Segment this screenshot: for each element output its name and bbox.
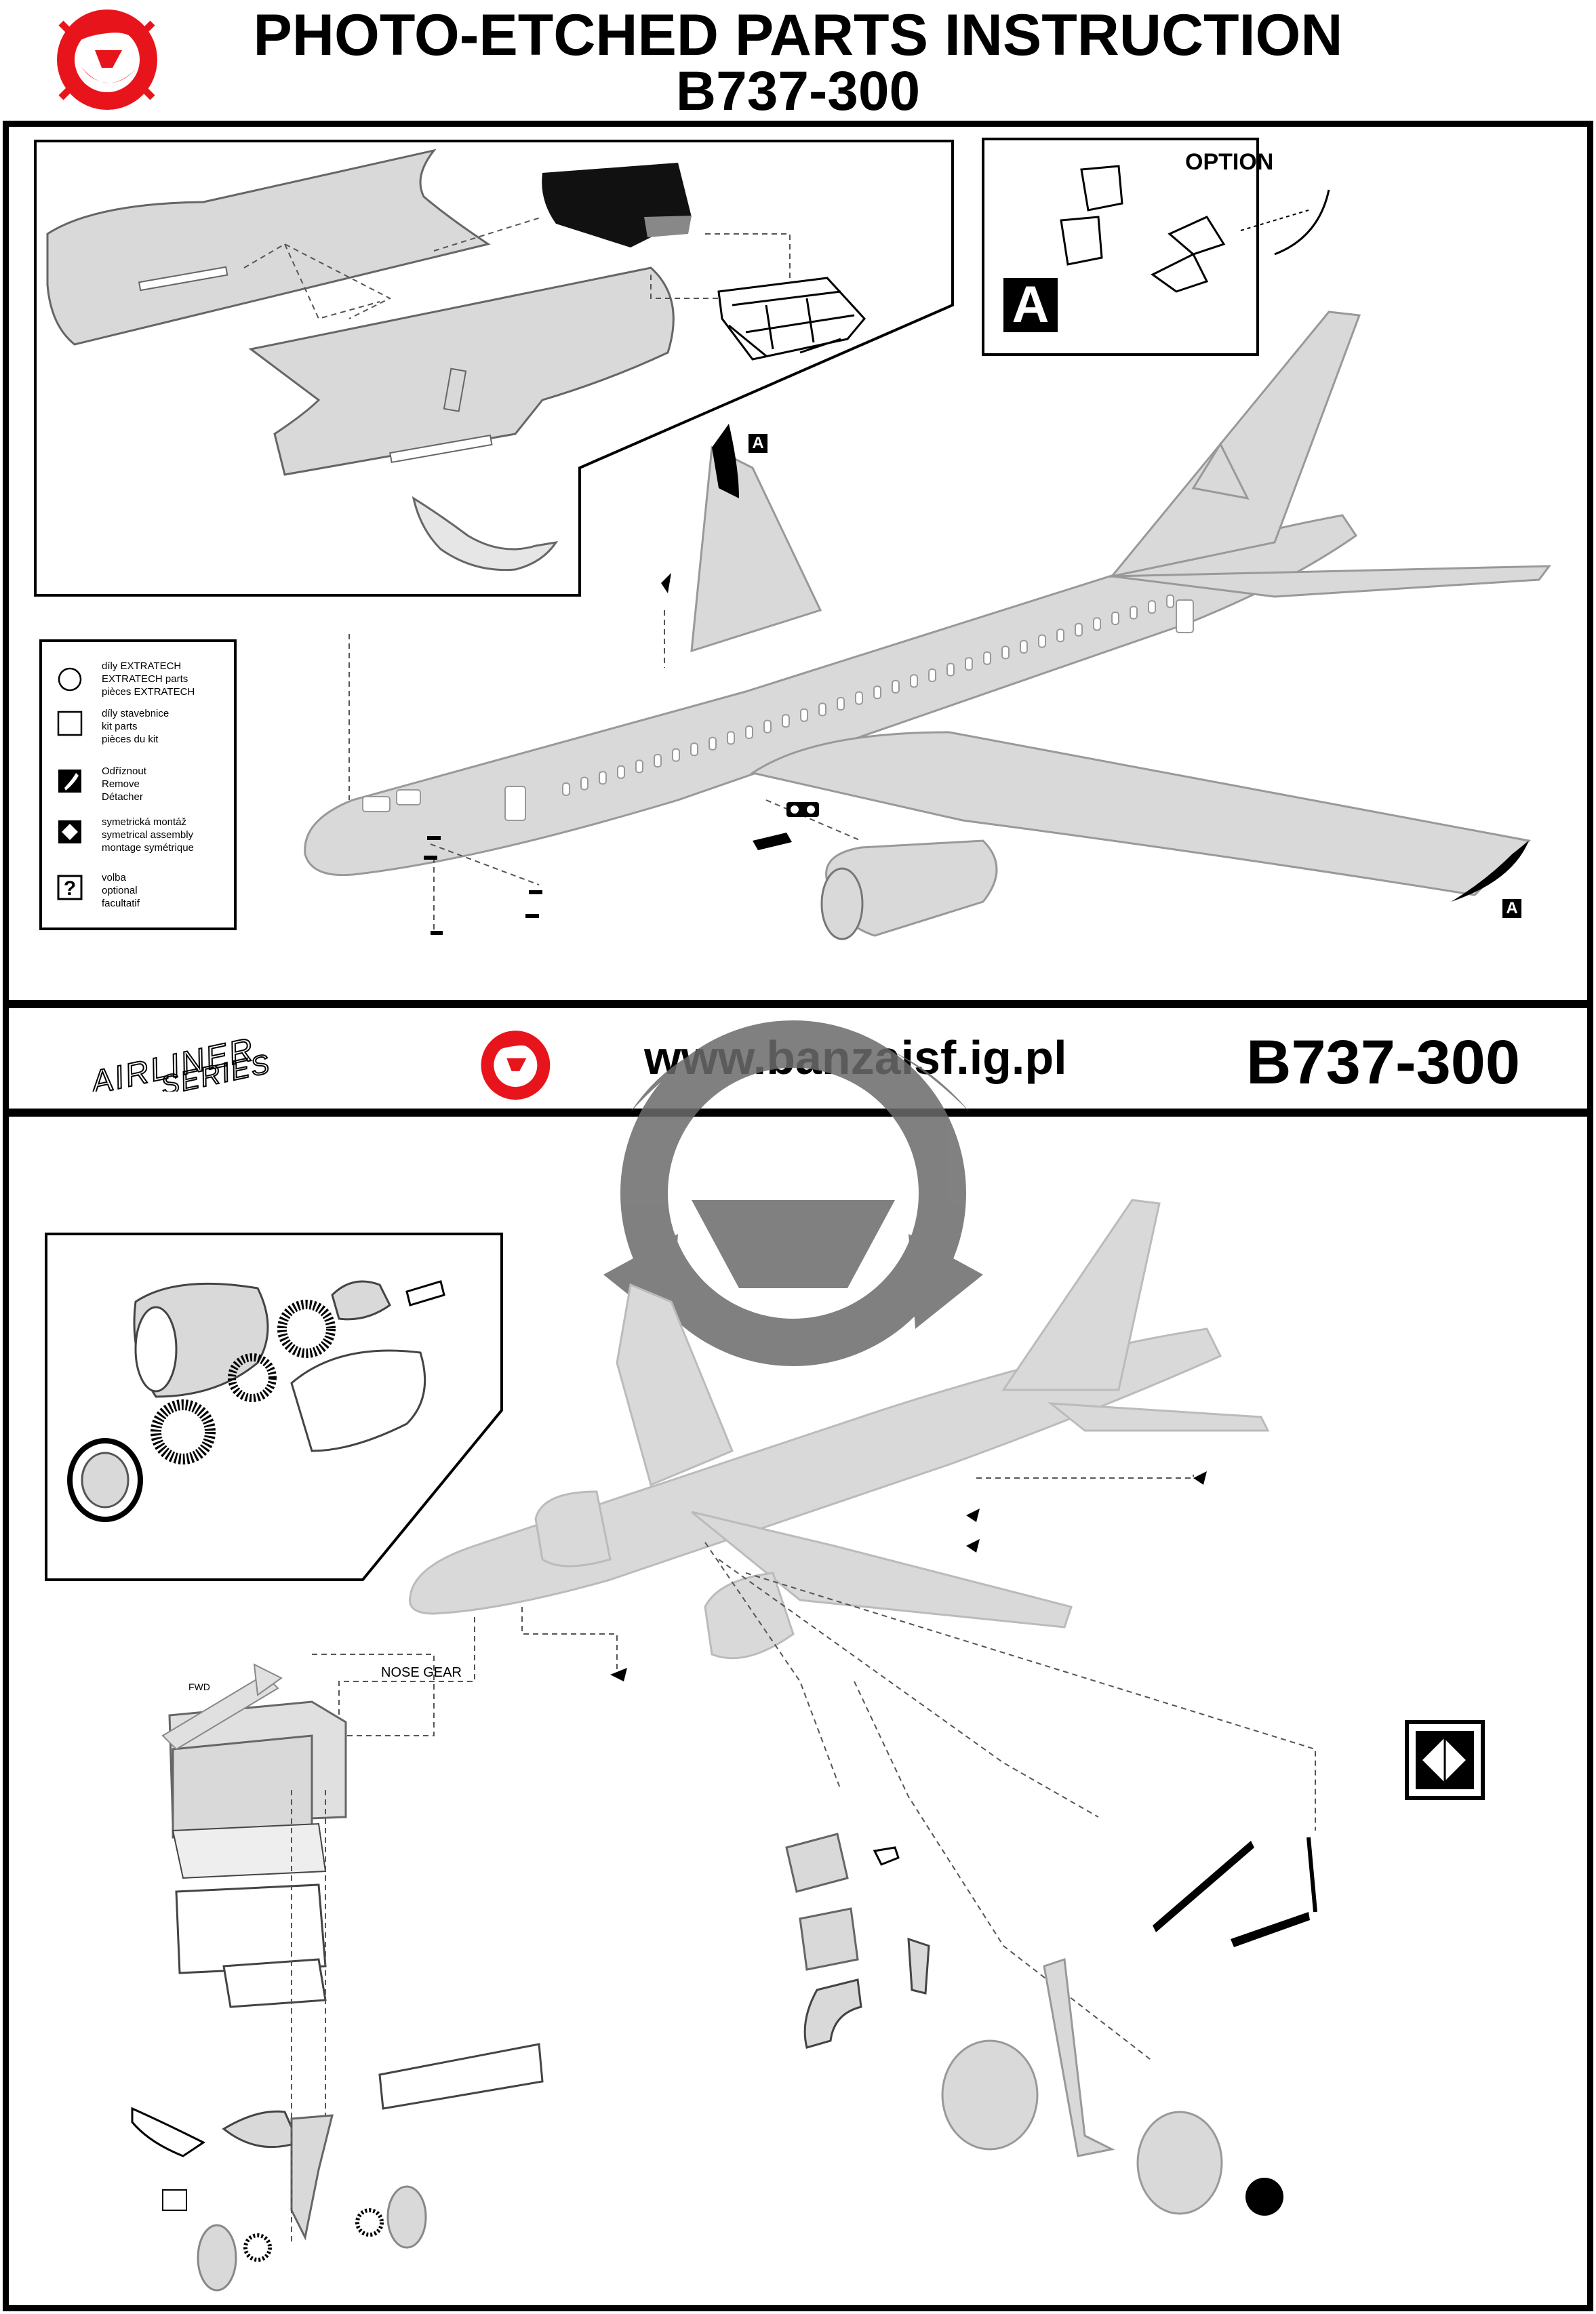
option-marker: A (1003, 278, 1058, 332)
cabin-window (635, 759, 643, 774)
legend-extratech-parts: díly EXTRATECH EXTRATECH parts pièces EX… (102, 660, 195, 698)
cabin-window (1075, 622, 1083, 637)
cabin-window (818, 702, 826, 717)
top-panel-drawing: ? (34, 138, 1552, 940)
cabin-window (965, 657, 973, 671)
cabin-window (654, 754, 662, 767)
logo (47, 3, 166, 115)
marker-a-wing: A (1502, 899, 1521, 918)
cabin-window (983, 651, 991, 665)
option-label: OPTION (1185, 149, 1274, 175)
legend-symmetrical: symetrická montáž symetrical assembly mo… (102, 816, 194, 854)
cabin-window (709, 736, 717, 751)
page-subtitle: B737-300 (675, 60, 921, 122)
fwd-label: FWD (188, 1681, 210, 1692)
cabin-window (946, 662, 955, 677)
legend-optional: volba optional facultatif (102, 872, 140, 909)
cabin-window (873, 685, 881, 700)
nose-gear-label: NOSE GEAR (381, 1665, 462, 1680)
cabin-window (1130, 605, 1138, 620)
cabin-window (855, 691, 863, 705)
cabin-window (763, 719, 772, 734)
cabin-window (1001, 645, 1010, 660)
cabin-window (580, 776, 588, 791)
cabin-window (928, 669, 936, 682)
cabin-window (1166, 594, 1174, 608)
cabin-window (1038, 634, 1046, 648)
bottom-panel (3, 1111, 1593, 2311)
cabin-window (672, 748, 680, 762)
cabin-window (599, 771, 607, 785)
cabin-window (1093, 617, 1101, 631)
legend-remove: Odříznout Remove Détacher (102, 765, 146, 803)
cabin-window (745, 725, 753, 739)
cabin-window (800, 708, 808, 722)
cabin-window (782, 714, 790, 728)
svg-text:?: ? (64, 877, 76, 900)
cabin-window (617, 765, 625, 779)
cabin-window (1020, 640, 1028, 654)
cabin-window (837, 697, 845, 711)
cabin-window (1111, 612, 1119, 625)
banner-model: B737-300 (1246, 1028, 1521, 1097)
cabin-window (892, 679, 900, 694)
cabin-window (1148, 600, 1156, 614)
marker-a-fin: A (749, 434, 767, 453)
cabin-window (690, 742, 698, 757)
cabin-window (910, 674, 918, 688)
page-title: PHOTO-ETCHED PARTS INSTRUCTION (253, 3, 1343, 68)
cabin-window (727, 731, 735, 745)
banner-logo (471, 1024, 559, 1105)
cabin-window (562, 782, 570, 796)
legend-kit-parts: díly stavebnice kit parts pièces du kit (102, 708, 169, 745)
cabin-window (1056, 629, 1064, 643)
